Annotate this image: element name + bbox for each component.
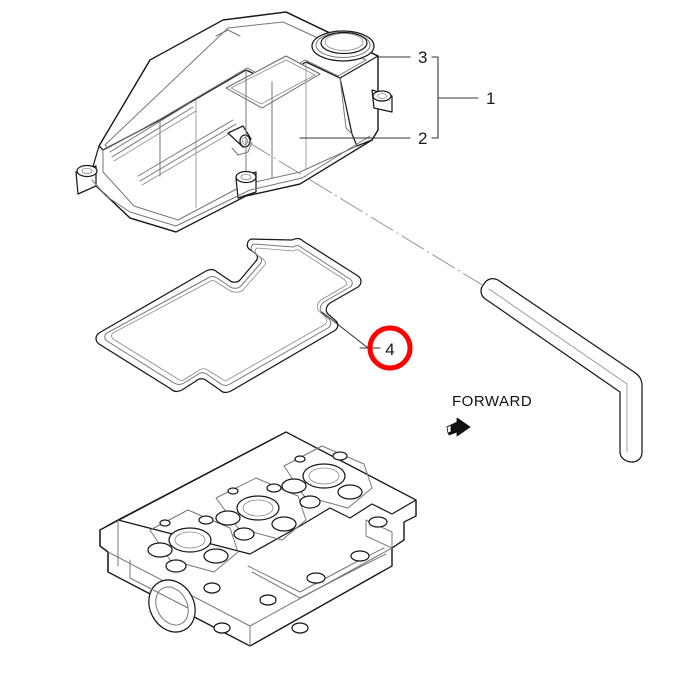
head-end-port-inner xyxy=(155,586,189,626)
callout-4-highlight-ring xyxy=(367,325,413,371)
breather-hose-body xyxy=(480,278,643,463)
cover-bolt-boss-left xyxy=(75,164,98,195)
cover-flange-lip xyxy=(91,135,371,227)
head-chamber-outline-3 xyxy=(283,445,373,509)
head-cylinder-bore-3-inner xyxy=(308,467,340,485)
cover-rib-1c xyxy=(113,110,197,162)
head-bottom-hole-2 xyxy=(291,622,309,634)
head-right-boss xyxy=(365,519,393,549)
head-gallery-hole-1 xyxy=(306,572,326,584)
head-chamber-outline-1 xyxy=(149,509,239,573)
head-valve-seat-1c xyxy=(165,559,187,573)
cover-rib-2b xyxy=(139,123,237,182)
cover-bolt-boss-left-top xyxy=(76,164,98,178)
head-small-port-2 xyxy=(266,483,282,493)
cover-bolt-boss-right-top xyxy=(372,90,392,102)
cover-rib-1b xyxy=(111,106,194,158)
head-gallery-hole-4 xyxy=(203,582,221,594)
cover-bolt-hole-mid xyxy=(240,173,252,180)
part-head-cover-gasket[interactable] xyxy=(95,238,362,393)
head-chamber-outline-2 xyxy=(215,477,307,541)
breather-nipple xyxy=(227,125,253,156)
head-oil-gallery-rail-2 xyxy=(251,553,387,599)
forward-arrow-notch xyxy=(446,424,452,434)
cover-flat-panel xyxy=(225,55,321,109)
head-valve-seat-2c xyxy=(233,527,255,541)
head-gallery-hole-2 xyxy=(350,550,370,562)
forward-orientation-marker: FORWARD xyxy=(446,393,532,437)
oil-filler-opening xyxy=(320,31,368,55)
head-bolt-hole-2 xyxy=(227,487,239,495)
head-valve-seat-1b xyxy=(203,548,229,564)
forward-label: FORWARD xyxy=(452,393,532,410)
head-end-port-outer xyxy=(148,579,196,633)
breather-nipple-base xyxy=(231,141,253,156)
head-valve-seat-1a xyxy=(147,542,173,558)
part-cylinder-head[interactable] xyxy=(99,431,417,647)
cover-bolt-hole-right xyxy=(377,93,387,99)
cover-skirt-upper xyxy=(102,145,358,221)
head-valve-seat-2b xyxy=(271,516,297,532)
cover-bolt-boss-mid-top xyxy=(235,170,257,184)
breather-hose-inner-edge xyxy=(488,288,628,453)
forward-arrow-body xyxy=(446,417,471,437)
head-lower-flange xyxy=(129,559,189,609)
head-right-boss-hole xyxy=(368,516,388,528)
callout-2-label: 2 xyxy=(418,129,427,148)
cover-bolt-boss-mid xyxy=(235,170,257,199)
callout-3-label: 3 xyxy=(418,48,427,67)
oil-filler-bore xyxy=(324,33,364,51)
head-cylinder-group-2 xyxy=(215,477,307,541)
head-cylinder-group-3 xyxy=(281,445,373,509)
forward-arrow-icon xyxy=(446,417,471,437)
breather-nipple-port xyxy=(239,134,251,148)
head-bottom-hole-1 xyxy=(213,622,231,634)
cover-right-wall-crease xyxy=(339,77,353,135)
head-cylinder-bore-2-inner xyxy=(242,499,274,517)
head-valve-seat-2a xyxy=(215,510,241,526)
assembly-axis-line xyxy=(247,141,485,287)
cover-deck-outline xyxy=(98,11,379,151)
cover-rib-2c xyxy=(141,127,240,186)
cover-bolt-hole-left xyxy=(81,167,93,174)
cover-deck-notch xyxy=(215,29,241,37)
callout-4-label: 4 xyxy=(385,340,394,359)
head-cylinder-bore-1-inner xyxy=(174,531,206,549)
head-left-end-face xyxy=(99,529,109,573)
part-breather-hose[interactable] xyxy=(480,278,643,463)
cover-rib-2a xyxy=(137,119,234,177)
gasket-highlight-contour xyxy=(111,247,347,381)
callout-1-label: 1 xyxy=(486,89,495,108)
cover-right-wall xyxy=(339,55,379,147)
head-gallery-hole-3 xyxy=(259,594,277,606)
head-valve-seat-3a xyxy=(281,478,307,494)
gasket-outer-contour xyxy=(95,238,362,393)
head-small-port-3 xyxy=(332,451,348,461)
cover-bolt-boss-right xyxy=(371,89,393,113)
head-small-port-1 xyxy=(198,515,214,525)
head-bolt-hole-3 xyxy=(294,455,306,463)
cover-rib-1a xyxy=(109,102,191,153)
head-cylinder-group-1 xyxy=(147,509,239,573)
head-valve-seat-3b xyxy=(337,484,363,500)
part-cylinder-head-cover[interactable] xyxy=(75,11,393,233)
breather-nipple-bore xyxy=(241,137,248,145)
head-bolt-hole-1 xyxy=(159,519,171,527)
head-oil-gallery-rail xyxy=(247,547,385,593)
cover-flat-panel-inner xyxy=(230,59,316,105)
gasket-inner-contour xyxy=(104,243,353,386)
head-valve-seat-3c xyxy=(299,495,321,509)
leader-line-4 xyxy=(321,311,369,349)
